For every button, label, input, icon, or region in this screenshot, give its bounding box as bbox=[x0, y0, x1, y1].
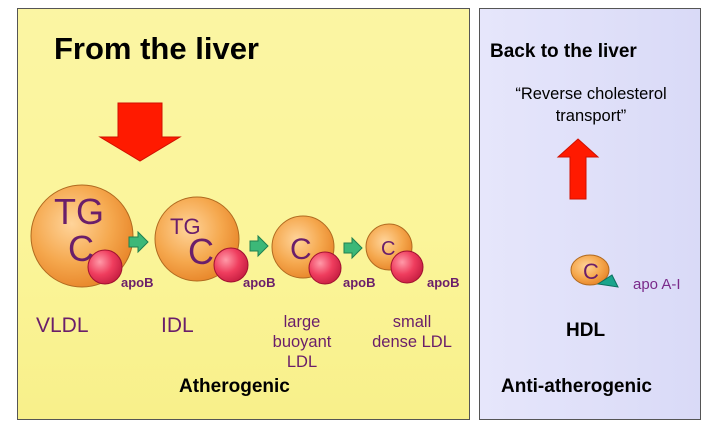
up-arrow-icon bbox=[556, 138, 600, 200]
hdl-particle bbox=[570, 254, 619, 288]
vldl-c-text: C bbox=[68, 228, 94, 269]
from-liver-title: From the liver bbox=[54, 31, 259, 66]
green-arrow-icon bbox=[128, 230, 149, 254]
anti-atherogenic-panel: Back to the liver “Reverse cholesterol t… bbox=[479, 8, 701, 420]
small-ldl-c-text: C bbox=[381, 238, 395, 260]
small-ldl-apob-label: apoB bbox=[427, 275, 460, 290]
vldl-tg-text: TG bbox=[54, 191, 104, 232]
back-to-liver-title: Back to the liver bbox=[490, 41, 637, 62]
large-ldl-particle bbox=[271, 215, 342, 285]
right-diagram: C bbox=[556, 138, 619, 288]
small-dense-ldl-label: small dense LDL bbox=[372, 313, 452, 351]
hdl-label: HDL bbox=[566, 320, 606, 341]
idl-c-text: C bbox=[188, 231, 214, 272]
apo-a1-label: apo A-I bbox=[633, 276, 681, 293]
small-ldl-particle bbox=[365, 223, 424, 284]
down-arrow-icon bbox=[98, 102, 182, 162]
green-arrow-icon bbox=[249, 234, 269, 258]
large-ldl-apob-label: apoB bbox=[343, 275, 376, 290]
left-diagram: TG C TG C C C bbox=[30, 102, 424, 288]
green-arrow-icon bbox=[343, 236, 363, 260]
large-buoyant-ldl-label: large buoyant LDL bbox=[272, 313, 332, 371]
vldl-particle bbox=[30, 184, 134, 288]
reverse-cholesterol-transport-text: “Reverse cholesterol transport” bbox=[515, 85, 667, 125]
idl-particle bbox=[154, 196, 249, 283]
idl-apob-label: apoB bbox=[243, 275, 276, 290]
atherogenic-panel: From the liver TG C bbox=[17, 8, 470, 420]
idl-label: IDL bbox=[161, 314, 194, 337]
vldl-apob-label: apoB bbox=[121, 275, 154, 290]
atherogenic-label: Atherogenic bbox=[179, 376, 290, 397]
vldl-label: VLDL bbox=[36, 314, 89, 337]
idl-tg-text: TG bbox=[170, 214, 201, 239]
large-ldl-c-text: C bbox=[290, 233, 312, 266]
hdl-c-text: C bbox=[583, 259, 599, 284]
anti-atherogenic-label: Anti-atherogenic bbox=[501, 376, 652, 397]
